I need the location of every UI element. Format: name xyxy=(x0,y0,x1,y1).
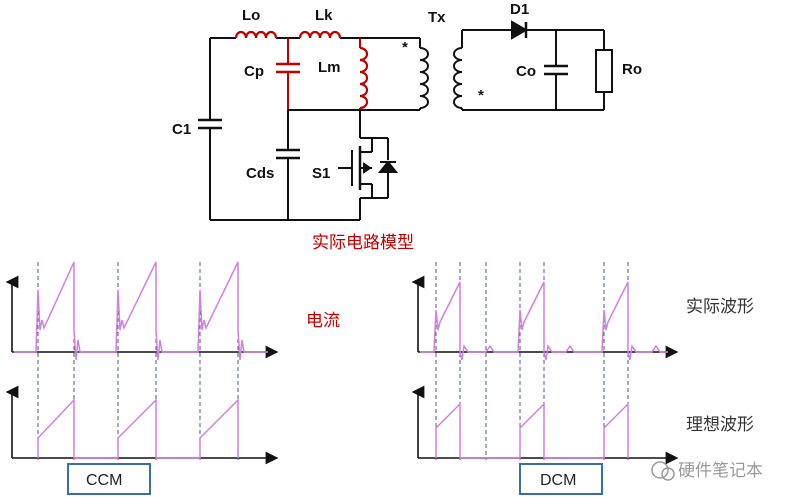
transformer-primary xyxy=(419,47,429,109)
current-label: 电流 xyxy=(306,311,340,331)
dot-primary: * xyxy=(402,39,408,56)
label-ro: Ro xyxy=(622,61,642,78)
label-co: Co xyxy=(516,63,536,80)
label-lk: Lk xyxy=(315,7,333,24)
diode-d1 xyxy=(511,20,529,40)
label-cp: Cp xyxy=(244,63,264,80)
wechat-icon xyxy=(651,461,669,479)
transformer-secondary xyxy=(453,47,463,109)
label-tx: Tx xyxy=(428,9,446,26)
inductor-lk xyxy=(298,30,342,39)
watermark: 硬件笔记本 xyxy=(651,461,763,481)
circuit-diagram xyxy=(198,20,613,221)
ccm-box: CCM xyxy=(67,463,151,495)
dcm-actual-waveform xyxy=(420,281,668,361)
dcm-ideal-waveform xyxy=(435,402,629,459)
dcm-label: DCM xyxy=(540,472,576,489)
label-lm: Lm xyxy=(318,59,341,76)
circuit-labels: Lo Lk Tx D1 Cp Lm Co Ro C1 Cds S1 * * 实际… xyxy=(172,1,642,253)
label-lo: Lo xyxy=(242,7,260,24)
label-s1: S1 xyxy=(312,165,330,182)
inductor-lo xyxy=(234,30,278,39)
label-c1: C1 xyxy=(172,121,191,138)
ccm-label: CCM xyxy=(86,472,122,489)
dot-secondary: * xyxy=(478,87,484,104)
resistor-ro xyxy=(595,49,613,93)
actual-waveform-label: 实际波形 xyxy=(686,297,754,317)
label-cds: Cds xyxy=(246,165,274,182)
circuit-title: 实际电路模型 xyxy=(312,233,414,253)
dcm-box: DCM xyxy=(519,463,603,495)
body-diode xyxy=(377,160,399,173)
ccm-ideal-waveform xyxy=(37,398,239,459)
capacitor-cp xyxy=(276,38,300,110)
inductor-lm xyxy=(359,46,369,110)
ccm-actual-waveform xyxy=(14,261,268,361)
watermark-text: 硬件笔记本 xyxy=(678,461,763,481)
label-d1: D1 xyxy=(510,1,529,18)
ideal-waveform-label: 理想波形 xyxy=(686,415,754,435)
waveform-axes xyxy=(5,275,679,465)
